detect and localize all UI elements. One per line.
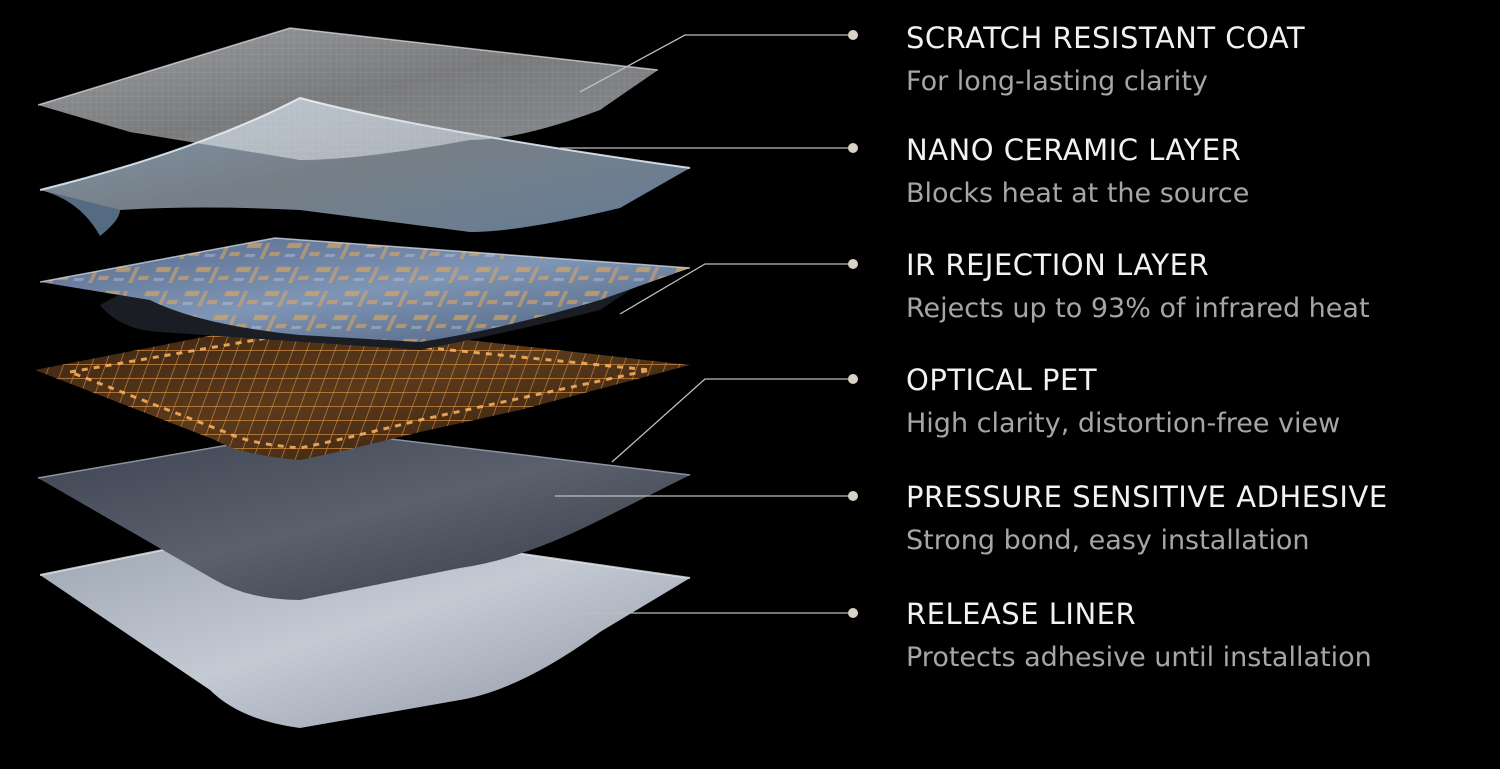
leader-nano-ceramic xyxy=(560,143,858,153)
leader-lines xyxy=(555,30,858,618)
leader-ir-rejection xyxy=(619,259,858,315)
layer-title: RELEASE LINER xyxy=(906,597,1137,631)
leader-optical-pet xyxy=(611,374,858,463)
layer-description: High clarity, distortion-free view xyxy=(906,408,1341,439)
optical-pet-sheet xyxy=(35,320,690,460)
layer-title: IR REJECTION LAYER xyxy=(906,248,1210,282)
leader-adhesive xyxy=(555,491,858,501)
layer-title: PRESSURE SENSITIVE ADHESIVE xyxy=(906,480,1388,514)
label-optical-pet: OPTICAL PET High clarity, distortion-fre… xyxy=(906,362,1486,442)
leader-scratch-coat xyxy=(579,30,858,93)
layer-title: NANO CERAMIC LAYER xyxy=(906,133,1242,167)
layer-description: Protects adhesive until installation xyxy=(906,642,1372,673)
layer-title: SCRATCH RESISTANT COAT xyxy=(906,21,1306,55)
label-scratch-resistant-coat: SCRATCH RESISTANT COAT For long-lasting … xyxy=(906,20,1486,100)
layer-title: OPTICAL PET xyxy=(906,363,1098,397)
label-release-liner: RELEASE LINER Protects adhesive until in… xyxy=(906,596,1486,676)
ir-rejection-sheet xyxy=(39,237,691,350)
leader-release-liner xyxy=(578,608,858,618)
layer-description: For long-lasting clarity xyxy=(906,66,1208,97)
scratch-coat-sheet xyxy=(37,27,659,160)
layer-description: Blocks heat at the source xyxy=(906,178,1250,209)
label-ir-rejection-layer: IR REJECTION LAYER Rejects up to 93% of … xyxy=(906,247,1486,327)
label-nano-ceramic-layer: NANO CERAMIC LAYER Blocks heat at the so… xyxy=(906,132,1486,212)
label-pressure-sensitive-adhesive: PRESSURE SENSITIVE ADHESIVE Strong bond,… xyxy=(906,479,1486,559)
layer-description: Strong bond, easy installation xyxy=(906,525,1310,556)
layer-description: Rejects up to 93% of infrared heat xyxy=(906,293,1370,324)
